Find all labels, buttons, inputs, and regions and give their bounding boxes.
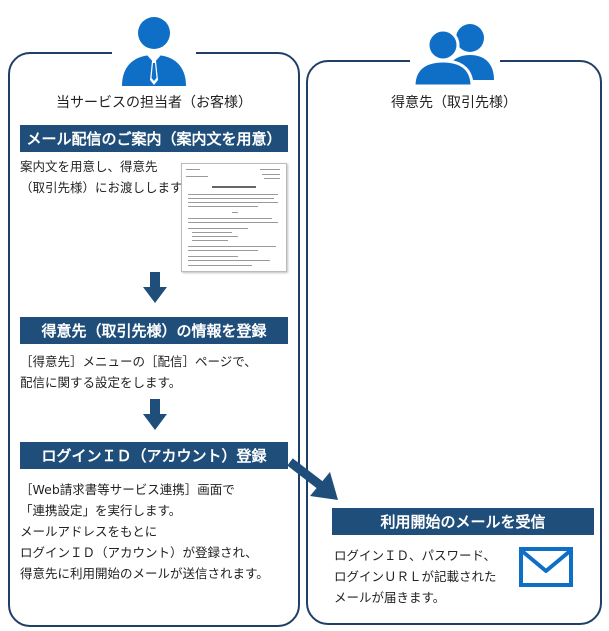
step-3-text: ［Web請求書等サービス連携］画面で 「連携設定」を実行します。 メールアドレス… xyxy=(20,479,269,584)
two-people-icon xyxy=(410,20,500,88)
client-role-label: 得意先（取引先様） xyxy=(391,95,517,111)
person-tie-icon xyxy=(112,14,196,86)
text-line: 得意先に利用開始のメールが送信されます。 xyxy=(20,566,269,581)
down-arrow-icon xyxy=(143,272,167,308)
step-2-title: 得意先（取引先様）の情報を登録 xyxy=(20,317,288,344)
text-line: メールが届きます。 xyxy=(334,590,446,605)
step-1-text: 案内文を用意し、得意先 （取引先様）にお渡しします。 xyxy=(20,156,194,198)
client-panel xyxy=(306,60,602,625)
text-line: ［Web請求書等サービス連携］画面で xyxy=(20,482,235,497)
down-arrow-icon xyxy=(143,399,167,435)
receive-mail-title: 利用開始のメールを受信 xyxy=(332,508,594,535)
text-line: ログインＵＲＬが記載された xyxy=(334,569,497,584)
envelope-icon xyxy=(518,546,574,592)
diagonal-arrow-icon xyxy=(287,458,340,508)
text-line: ログインＩＤ（アカウント）が登録され、 xyxy=(20,545,258,560)
document-thumbnail-icon xyxy=(181,163,287,272)
text-line: 「連携設定」を実行します。 xyxy=(20,503,182,518)
step-1-title: メール配信のご案内（案内文を用意） xyxy=(20,125,288,152)
text-line: ［得意先］メニューの［配信］ページで、 xyxy=(20,354,257,369)
text-line: 案内文を用意し、得意先 xyxy=(20,159,158,174)
step-3-title: ログインＩＤ（アカウント）登録 xyxy=(20,442,288,469)
customer-role-label: 当サービスの担当者（お客様） xyxy=(56,95,252,111)
step-2-text: ［得意先］メニューの［配信］ページで、 配信に関する設定をします。 xyxy=(20,351,257,393)
text-line: （取引先様）にお渡しします。 xyxy=(20,180,194,195)
text-line: ログインＩＤ、パスワード、 xyxy=(334,548,497,563)
text-line: メールアドレスをもとに xyxy=(20,524,158,539)
text-line: 配信に関する設定をします。 xyxy=(20,375,182,390)
receive-mail-text: ログインＩＤ、パスワード、 ログインＵＲＬが記載された メールが届きます。 xyxy=(334,545,497,608)
